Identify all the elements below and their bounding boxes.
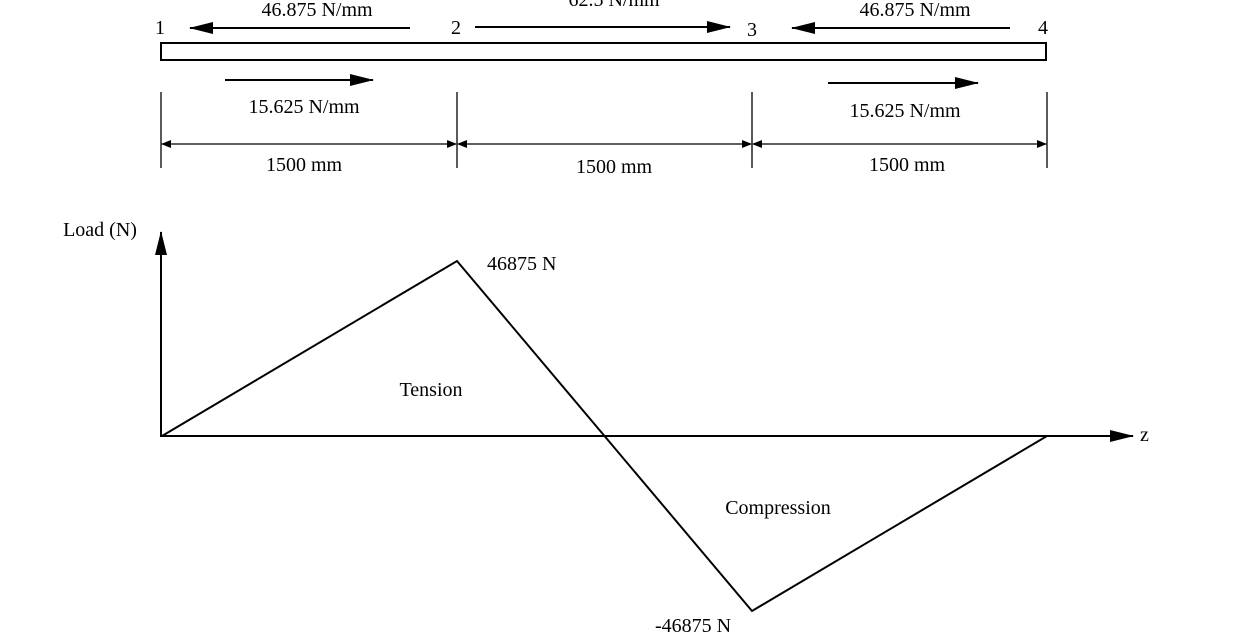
bottom-load-label-2: 15.625 N/mm	[849, 100, 961, 122]
tension-label: Tension	[399, 379, 462, 401]
top-load-label-2: 62.5 N/mm	[568, 0, 660, 11]
dimension-label-1: 1500 mm	[266, 154, 343, 176]
node-label-1: 1	[155, 17, 165, 39]
trough-label: -46875 N	[655, 615, 731, 637]
top-load-label-1: 46.875 N/mm	[261, 0, 373, 21]
y-axis-label: Load (N)	[63, 219, 137, 241]
peak-label: 46875 N	[487, 253, 556, 275]
dimension-label-2: 1500 mm	[576, 156, 653, 178]
compression-label: Compression	[725, 497, 831, 519]
node-label-2: 2	[451, 17, 461, 39]
beam-bar	[160, 42, 1047, 61]
top-load-label-3: 46.875 N/mm	[859, 0, 971, 21]
x-axis-label: z	[1140, 424, 1149, 446]
node-label-4: 4	[1038, 17, 1048, 39]
bottom-load-label-1: 15.625 N/mm	[248, 96, 360, 118]
node-label-3: 3	[747, 19, 757, 41]
load-curve	[161, 259, 1048, 613]
dimension-label-3: 1500 mm	[869, 154, 946, 176]
